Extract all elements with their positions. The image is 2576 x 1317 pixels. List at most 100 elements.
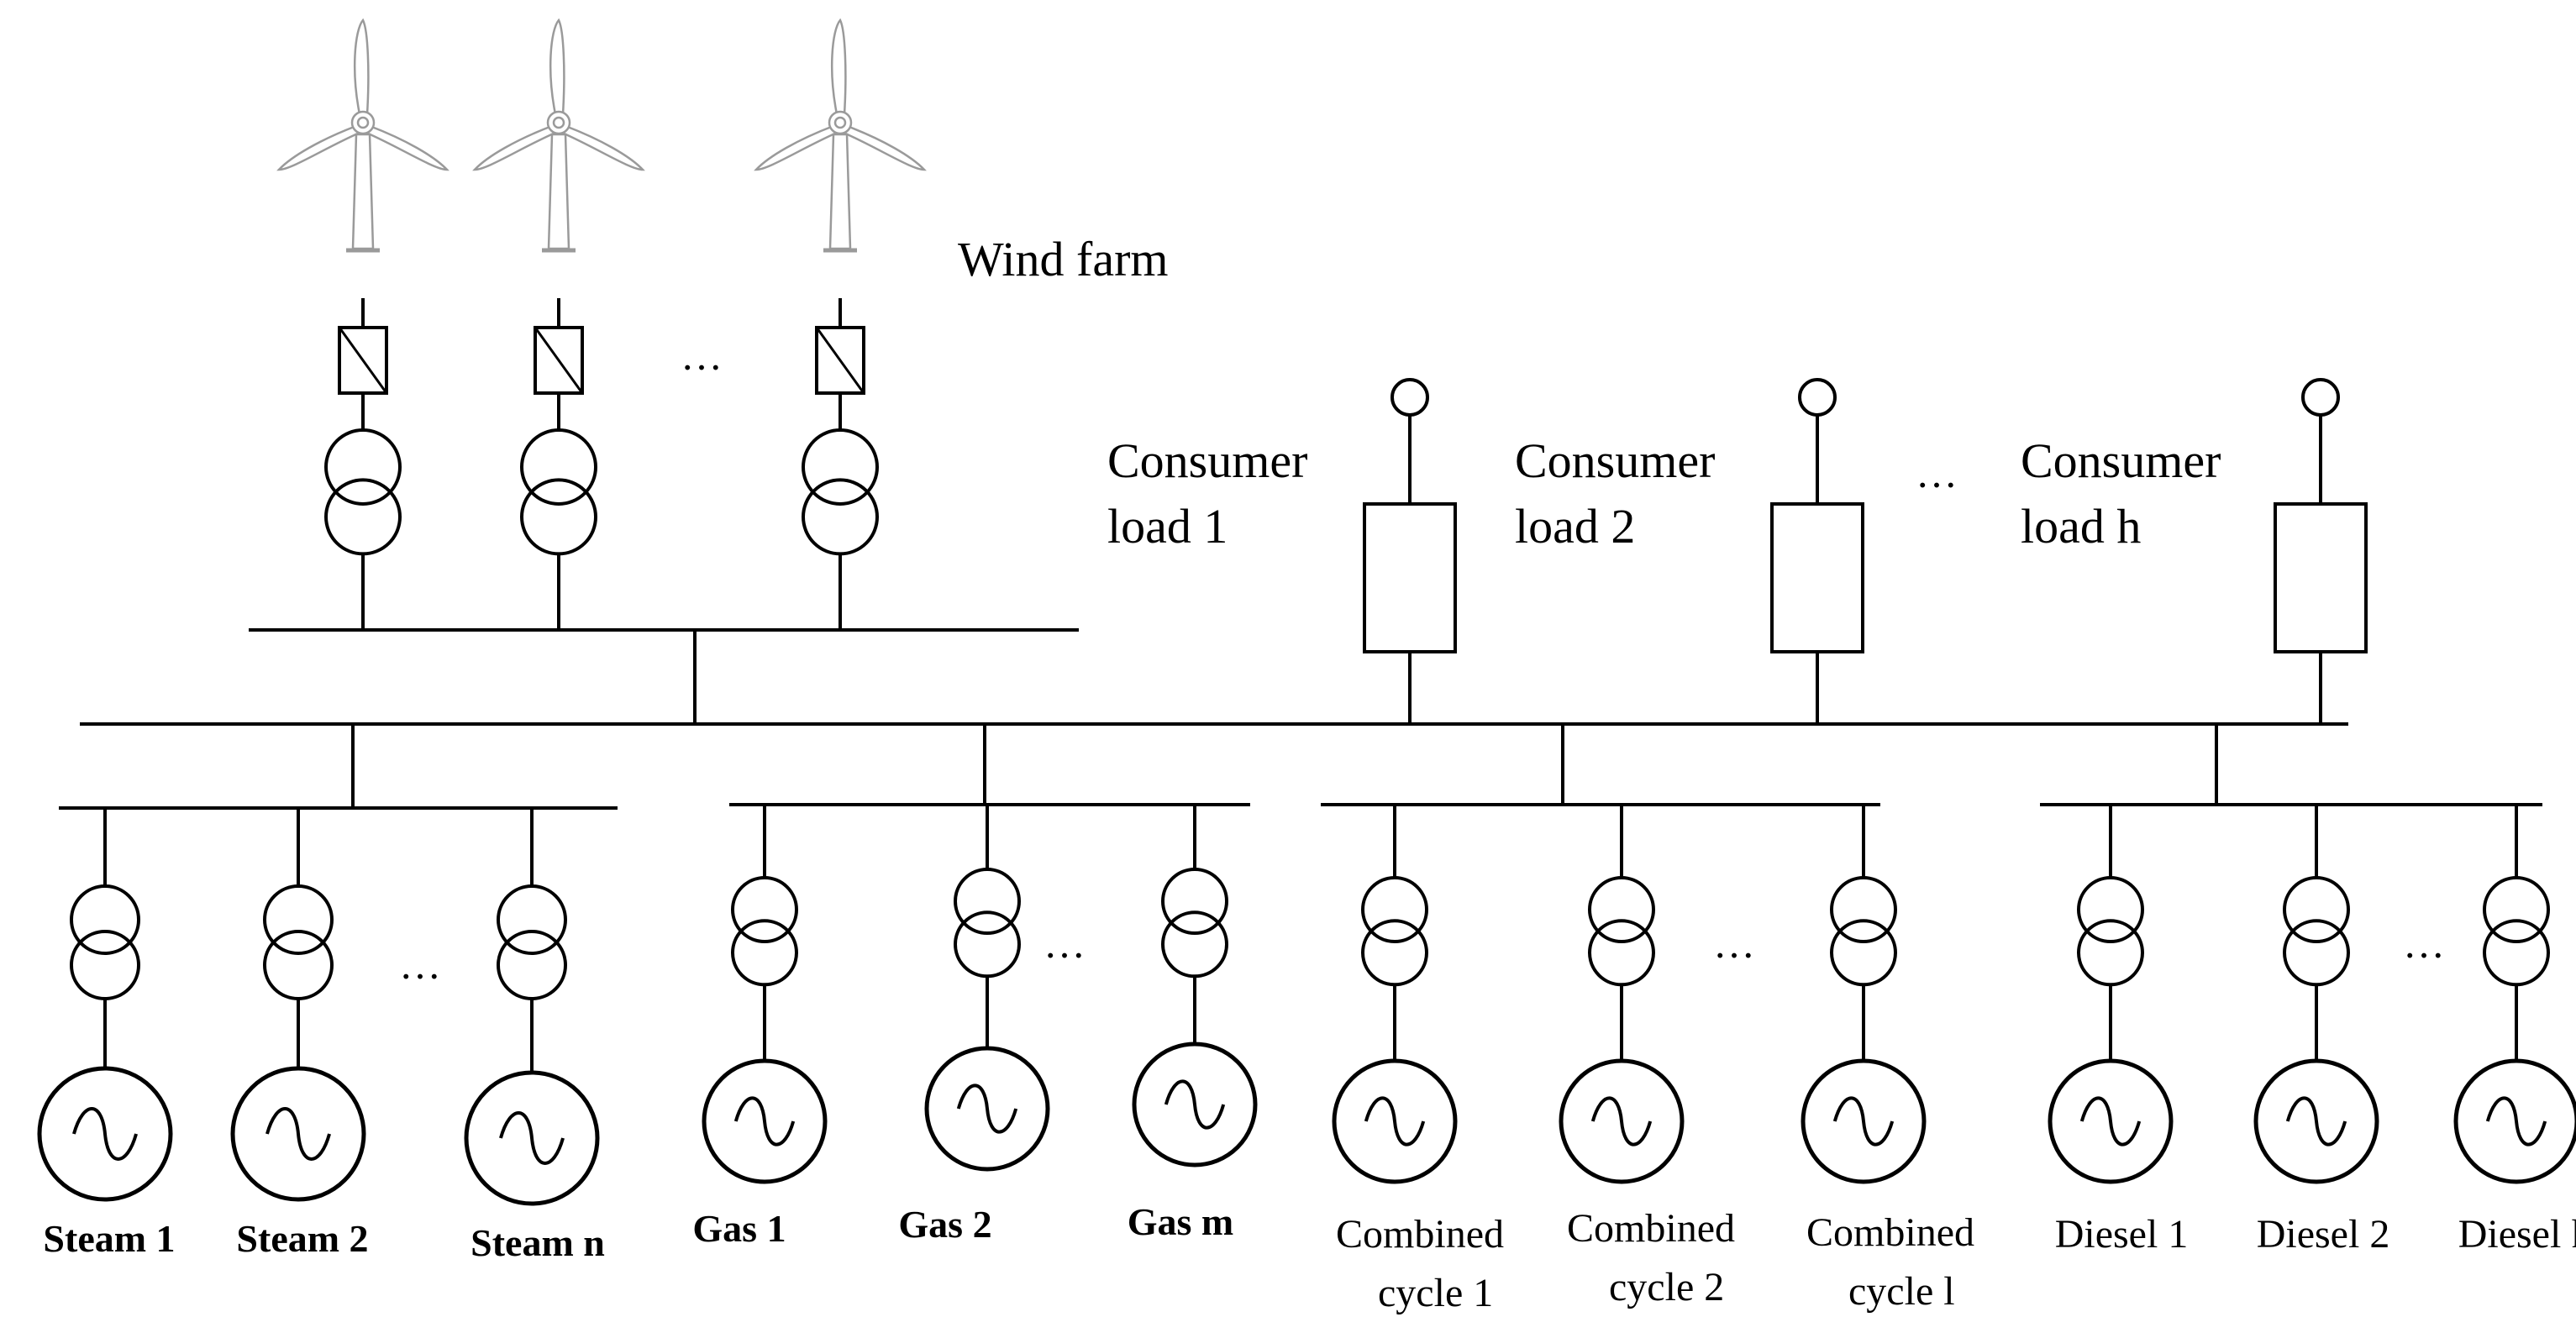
transformer-winding-lower (263, 930, 334, 1000)
converter-diagonal (534, 327, 584, 394)
combined-cycle-unit-label: Combined (1336, 1212, 1504, 1257)
two-winding-transformer-icon (731, 876, 798, 987)
generator-circle (2048, 1058, 2174, 1184)
generator-circle (37, 1066, 173, 1202)
ac-generator-icon (924, 1046, 1050, 1172)
sine-wave-icon (2079, 1096, 2142, 1146)
wind-turbine-icon (754, 18, 927, 253)
wind-turbine-icon (472, 18, 645, 253)
transformer-winding-lower (954, 910, 1021, 979)
two-winding-transformer-icon (1588, 876, 1655, 987)
transformer-winding-upper (1588, 876, 1655, 943)
sine-wave-icon (1590, 1096, 1653, 1146)
two-winding-transformer-icon (497, 884, 567, 1000)
turbine-hub-inner (552, 116, 565, 129)
ac-generator-icon (464, 1070, 600, 1206)
transformer-winding-upper (497, 884, 567, 955)
turbine-blade (365, 124, 449, 171)
transformer-winding-upper (2483, 876, 2550, 943)
transformer-winding-lower (1830, 919, 1897, 987)
turbine-blade (560, 124, 645, 171)
ac-generator-icon (2453, 1058, 2576, 1184)
ac-generator-icon (2253, 1058, 2379, 1184)
ac-generator-icon (1559, 1058, 1685, 1184)
generator-circle (230, 1066, 366, 1202)
load-box-icon (1770, 502, 1864, 653)
turbine-hub (546, 110, 571, 135)
turbine-hub (828, 110, 853, 135)
converter-diagonal (338, 327, 388, 394)
transformer-winding-lower (324, 478, 402, 556)
transformer-winding-upper (2283, 876, 2350, 943)
transformer-winding-lower (1588, 919, 1655, 987)
steam-ellipsis: … (399, 941, 441, 988)
two-winding-transformer-icon (324, 428, 402, 556)
combined-cycle-unit-label: Combined (1806, 1210, 1974, 1255)
sine-wave-icon (72, 1107, 138, 1161)
sine-wave-icon (956, 1084, 1018, 1134)
ac-generator-icon (1132, 1042, 1258, 1167)
generator-circle (2253, 1058, 2379, 1184)
consumer-load-label: Consumer (1107, 433, 1307, 488)
turbine-blade (276, 124, 361, 171)
turbine-tower (547, 133, 570, 250)
two-winding-transformer-icon (2077, 876, 2144, 987)
combined-cycle-unit-label: Combined (1567, 1206, 1735, 1251)
transformer-winding-upper (70, 884, 140, 955)
converter-icon (534, 326, 584, 395)
diesel-unit-label: Diesel k (2458, 1212, 2576, 1257)
gas-unit-label: Gas m (1128, 1200, 1234, 1243)
combined-cycle-unit-label: cycle 1 (1378, 1271, 1493, 1315)
turbine-hub-inner (356, 116, 370, 129)
two-winding-transformer-icon (802, 428, 879, 556)
converter-icon (815, 326, 865, 395)
load-terminal-icon (2301, 378, 2340, 417)
transformer-winding-lower (2077, 919, 2144, 987)
load-box-icon (1363, 502, 1457, 653)
transformer-winding-upper (324, 428, 402, 506)
two-winding-transformer-icon (70, 884, 140, 1000)
turbine-blade (549, 18, 565, 116)
consumer-load-label: load 1 (1107, 499, 1228, 554)
ac-generator-icon (37, 1066, 173, 1202)
sine-wave-icon (1364, 1096, 1426, 1146)
sine-wave-icon (733, 1096, 796, 1146)
turbine-blade (354, 18, 370, 116)
gas-ellipsis: … (1044, 920, 1086, 967)
consumer-load-label: Consumer (2021, 433, 2221, 488)
transformer-winding-upper (520, 428, 597, 506)
two-winding-transformer-icon (263, 884, 334, 1000)
two-winding-transformer-icon (954, 868, 1021, 979)
transformer-winding-lower (2483, 919, 2550, 987)
turbine-hub (350, 110, 376, 135)
ac-generator-icon (2048, 1058, 2174, 1184)
wind-turbine-icon (276, 18, 449, 253)
transformer-winding-lower (731, 919, 798, 987)
generator-circle (2453, 1058, 2576, 1184)
gas-unit-label: Gas 2 (898, 1203, 991, 1246)
turbine-hub-inner (833, 116, 847, 129)
transformer-winding-upper (263, 884, 334, 955)
two-winding-transformer-icon (2283, 876, 2350, 987)
wind-farm-label: Wind farm (958, 232, 1169, 286)
combined-cycle-ellipsis: … (1713, 920, 1755, 967)
turbine-blade (831, 18, 847, 116)
steam-unit-label: Steam 2 (236, 1217, 368, 1260)
transformer-winding-lower (802, 478, 879, 556)
combined-cycle-unit-label: cycle l (1848, 1269, 1955, 1314)
transformer-winding-upper (1361, 876, 1428, 943)
turbine-blade (842, 124, 927, 171)
combined-cycle-unit-label: cycle 2 (1609, 1265, 1724, 1309)
transformer-winding-upper (1161, 868, 1228, 935)
two-winding-transformer-icon (1161, 868, 1228, 979)
generator-circle (1132, 1042, 1258, 1167)
turbine-tower (351, 133, 375, 250)
two-winding-transformer-icon (1830, 876, 1897, 987)
load-box-icon (2274, 502, 2368, 653)
sine-wave-icon (2485, 1096, 2547, 1146)
generator-circle (1559, 1058, 1685, 1184)
turbine-blade (754, 124, 839, 171)
transformer-winding-upper (731, 876, 798, 943)
generator-circle (702, 1058, 828, 1184)
generator-circle (924, 1046, 1050, 1172)
